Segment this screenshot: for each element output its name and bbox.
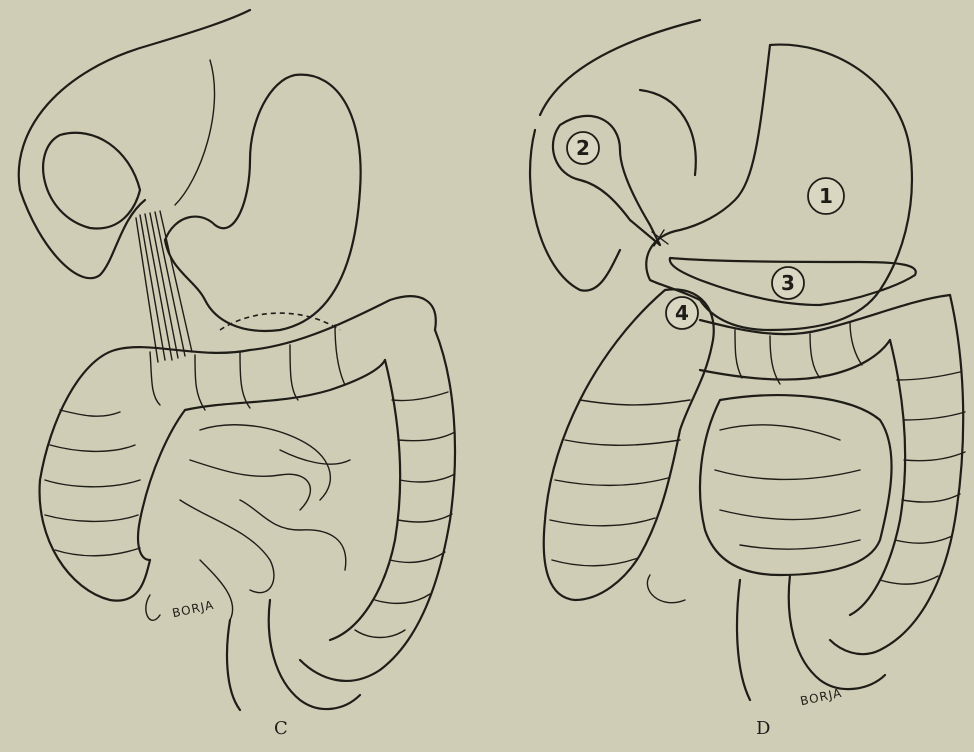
liver-outline-c <box>19 10 250 190</box>
panel-label-d: D <box>756 718 770 739</box>
region-number-1: 1 <box>819 184 833 208</box>
region-number-3: 3 <box>781 271 795 295</box>
suture-strands-c <box>136 211 192 362</box>
transverse-colon-d <box>700 295 950 334</box>
stomach-c <box>165 75 361 331</box>
gallbladder-d <box>553 116 660 245</box>
region-marker-1: 1 <box>808 178 844 214</box>
appendix-c <box>146 595 160 620</box>
region-number-4: 4 <box>675 301 689 325</box>
descending-colon-d <box>830 295 963 654</box>
panel-d-drawing: 1 2 3 4 <box>530 20 965 700</box>
descending-colon-c <box>300 330 455 681</box>
ascending-colon-c <box>40 350 150 601</box>
liver-outline-d <box>540 20 700 115</box>
small-intestine-d <box>700 395 892 575</box>
region-marker-2: 2 <box>567 132 599 164</box>
appendix-d <box>647 575 685 603</box>
small-intestine-loops-d <box>715 425 860 549</box>
panel-c-drawing <box>19 10 455 710</box>
transverse-colon-c <box>115 296 436 353</box>
panel-label-c: C <box>274 718 288 739</box>
colon-haustra-desc-c <box>355 392 455 638</box>
liver-lower-c <box>20 190 145 278</box>
gallbladder-c <box>43 133 140 229</box>
small-intestine-c <box>180 425 350 620</box>
region-marker-4: 4 <box>666 297 698 329</box>
rectum-c <box>227 620 240 710</box>
region-number-2: 2 <box>576 136 590 160</box>
region-marker-3: 3 <box>772 267 804 299</box>
colon-haustra-desc-d <box>880 372 965 584</box>
rectum-d <box>737 580 750 700</box>
